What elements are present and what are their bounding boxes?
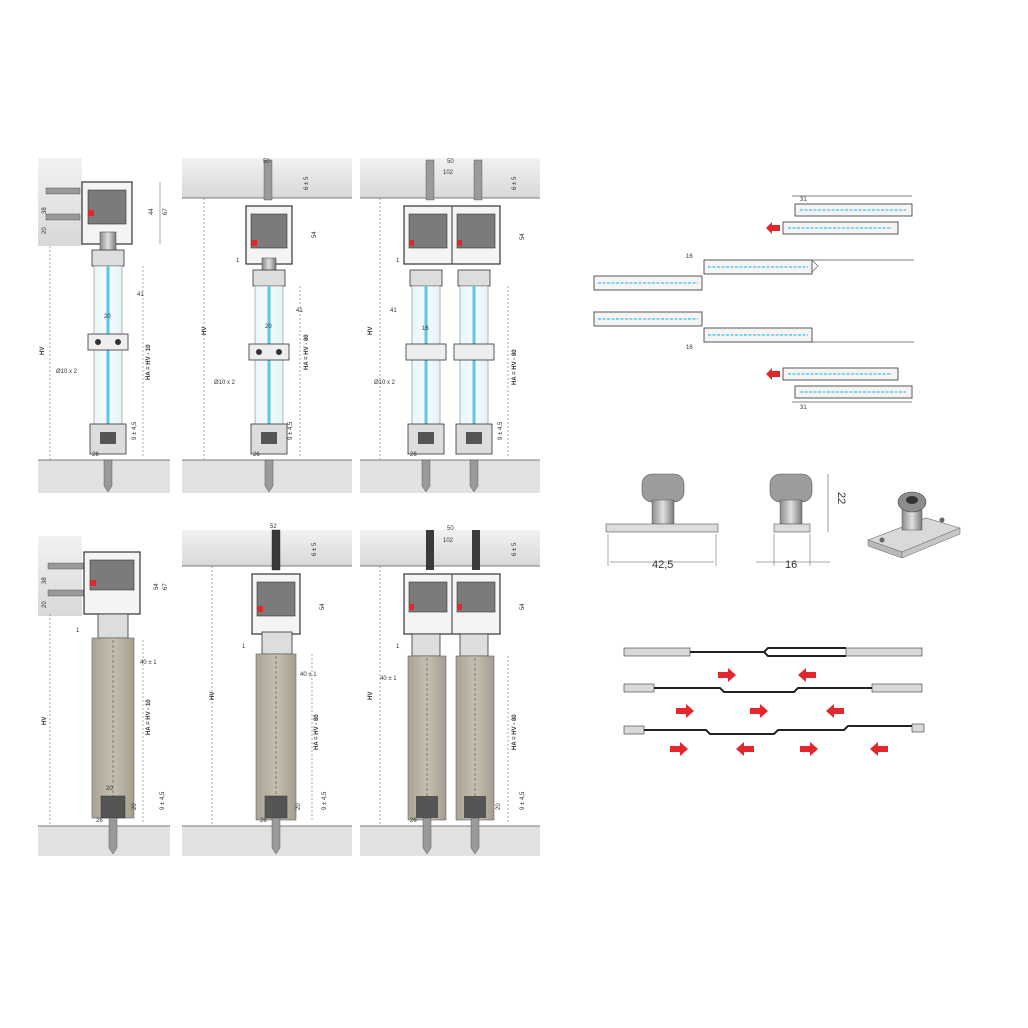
dim-54: 54 bbox=[320, 603, 326, 610]
dim-40: 40 ± 1 bbox=[380, 676, 397, 682]
dim-41: 41 bbox=[390, 308, 397, 314]
dim-54: 54 bbox=[154, 583, 160, 590]
plan-dim-31b: 31 bbox=[800, 405, 807, 411]
label-hv: HV bbox=[368, 692, 374, 700]
dim-1: 1 bbox=[396, 644, 400, 650]
dim-26: 26 bbox=[96, 818, 103, 824]
dim-20b: 20 bbox=[132, 803, 138, 810]
dim-9: 9 ± 4,5 bbox=[288, 421, 294, 440]
plan-dim-31: 31 bbox=[800, 197, 807, 203]
panel-glass-double: HV HA = HV - 80 Ø10 x 2 50 102 6 ± 5 54 … bbox=[360, 158, 540, 493]
dim-26: 26 bbox=[410, 452, 417, 458]
dim-26: 26 bbox=[410, 818, 417, 824]
dim-38: 38 bbox=[42, 207, 48, 214]
dim-20: 20 bbox=[106, 786, 113, 792]
dim-20b: 20 bbox=[104, 314, 111, 320]
dim-6: 6 ± 5 bbox=[512, 176, 518, 190]
dim-9: 9 ± 4,5 bbox=[132, 421, 138, 440]
dim-41: 41 bbox=[137, 292, 144, 298]
label-ha: HA = HV - 80 bbox=[314, 714, 320, 750]
dim-9: 9 ± 4,5 bbox=[520, 791, 526, 810]
label-hv: HV bbox=[42, 717, 48, 725]
dim-54: 54 bbox=[520, 233, 526, 240]
guide-dim-22: 22 bbox=[835, 492, 847, 504]
label-hv: HV bbox=[40, 347, 46, 355]
dim-54: 54 bbox=[312, 231, 318, 238]
dim-102: 102 bbox=[443, 538, 454, 544]
dim-20: 20 bbox=[265, 324, 272, 330]
dim-9: 9 ± 4,5 bbox=[498, 421, 504, 440]
dim-26: 26 bbox=[92, 452, 99, 458]
dim-1: 1 bbox=[242, 644, 246, 650]
label-ha: HA = HV - 80 bbox=[512, 714, 518, 750]
dim-20: 20 bbox=[42, 227, 48, 234]
panel-glass-single: HV HA = HV - 10 Ø10 x 2 67 44 20 38 41 2… bbox=[38, 158, 170, 493]
panel-glass-ceiling: HV HA = HV - 80 Ø10 x 2 50 6 ± 5 54 41 2… bbox=[182, 158, 352, 493]
dim-6: 6 ± 5 bbox=[312, 542, 318, 556]
dim-44: 44 bbox=[149, 208, 155, 215]
dim-1: 1 bbox=[76, 628, 80, 634]
label-ha: HA = HV - 80 bbox=[512, 349, 518, 385]
guide-dim-42: 42,5 bbox=[652, 559, 673, 571]
dim-50: 50 bbox=[447, 526, 454, 532]
dim-16: 16 bbox=[422, 326, 429, 332]
dim-67: 67 bbox=[163, 583, 169, 590]
plan-views: 31 16 16 31 bbox=[593, 195, 914, 411]
panel-wood-ceiling: HV HA = HV - 80 52 6 ± 5 54 1 40 ± 1 20 … bbox=[182, 524, 352, 856]
dim-20: 20 bbox=[296, 803, 302, 810]
dim-26: 26 bbox=[260, 818, 267, 824]
label-hv: HV bbox=[368, 327, 374, 335]
label-bore: Ø10 x 2 bbox=[56, 369, 78, 375]
label-ha: HA = HV - 80 bbox=[304, 334, 310, 370]
panel-wood-single: HV HA = HV - 10 38 20 54 67 1 40 ± 1 20 … bbox=[38, 536, 170, 856]
movement-diagram bbox=[623, 647, 925, 756]
dim-40: 40 ± 1 bbox=[300, 672, 317, 678]
dim-9: 9 ± 4,5 bbox=[322, 791, 328, 810]
dim-20: 20 bbox=[496, 803, 502, 810]
dim-52: 52 bbox=[270, 524, 277, 530]
label-hv: HV bbox=[210, 692, 216, 700]
label-bore: Ø10 x 2 bbox=[374, 380, 396, 386]
panel-wood-double: HV HA = HV - 80 50 102 6 ± 5 54 1 40 ± 1… bbox=[360, 526, 540, 856]
dim-102: 102 bbox=[443, 170, 454, 176]
dim-26: 26 bbox=[253, 452, 260, 458]
guide-dim-16: 16 bbox=[785, 559, 797, 571]
dim-1: 1 bbox=[396, 258, 400, 264]
dim-41: 41 bbox=[296, 308, 303, 314]
dim-20: 20 bbox=[42, 601, 48, 608]
label-ha: HA = HV - 10 bbox=[146, 344, 152, 380]
dim-67: 67 bbox=[163, 208, 169, 215]
label-hv: HV bbox=[202, 327, 208, 335]
dim-1: 1 bbox=[236, 258, 240, 264]
dim-54: 54 bbox=[520, 603, 526, 610]
dim-9: 9 ± 4,5 bbox=[160, 791, 166, 810]
dim-6: 6 ± 5 bbox=[512, 542, 518, 556]
dim-6: 6 ± 5 bbox=[304, 176, 310, 190]
dim-50: 50 bbox=[263, 159, 270, 165]
label-ha: HA = HV - 10 bbox=[146, 699, 152, 735]
dim-40: 40 ± 1 bbox=[140, 660, 157, 666]
dim-50: 50 bbox=[447, 159, 454, 165]
plan-dim-16b: 16 bbox=[686, 345, 693, 351]
dim-38: 38 bbox=[42, 577, 48, 584]
label-bore: Ø10 x 2 bbox=[214, 380, 236, 386]
floor-guide: 42,5 16 22 bbox=[605, 473, 961, 571]
plan-dim-16: 16 bbox=[686, 254, 693, 260]
